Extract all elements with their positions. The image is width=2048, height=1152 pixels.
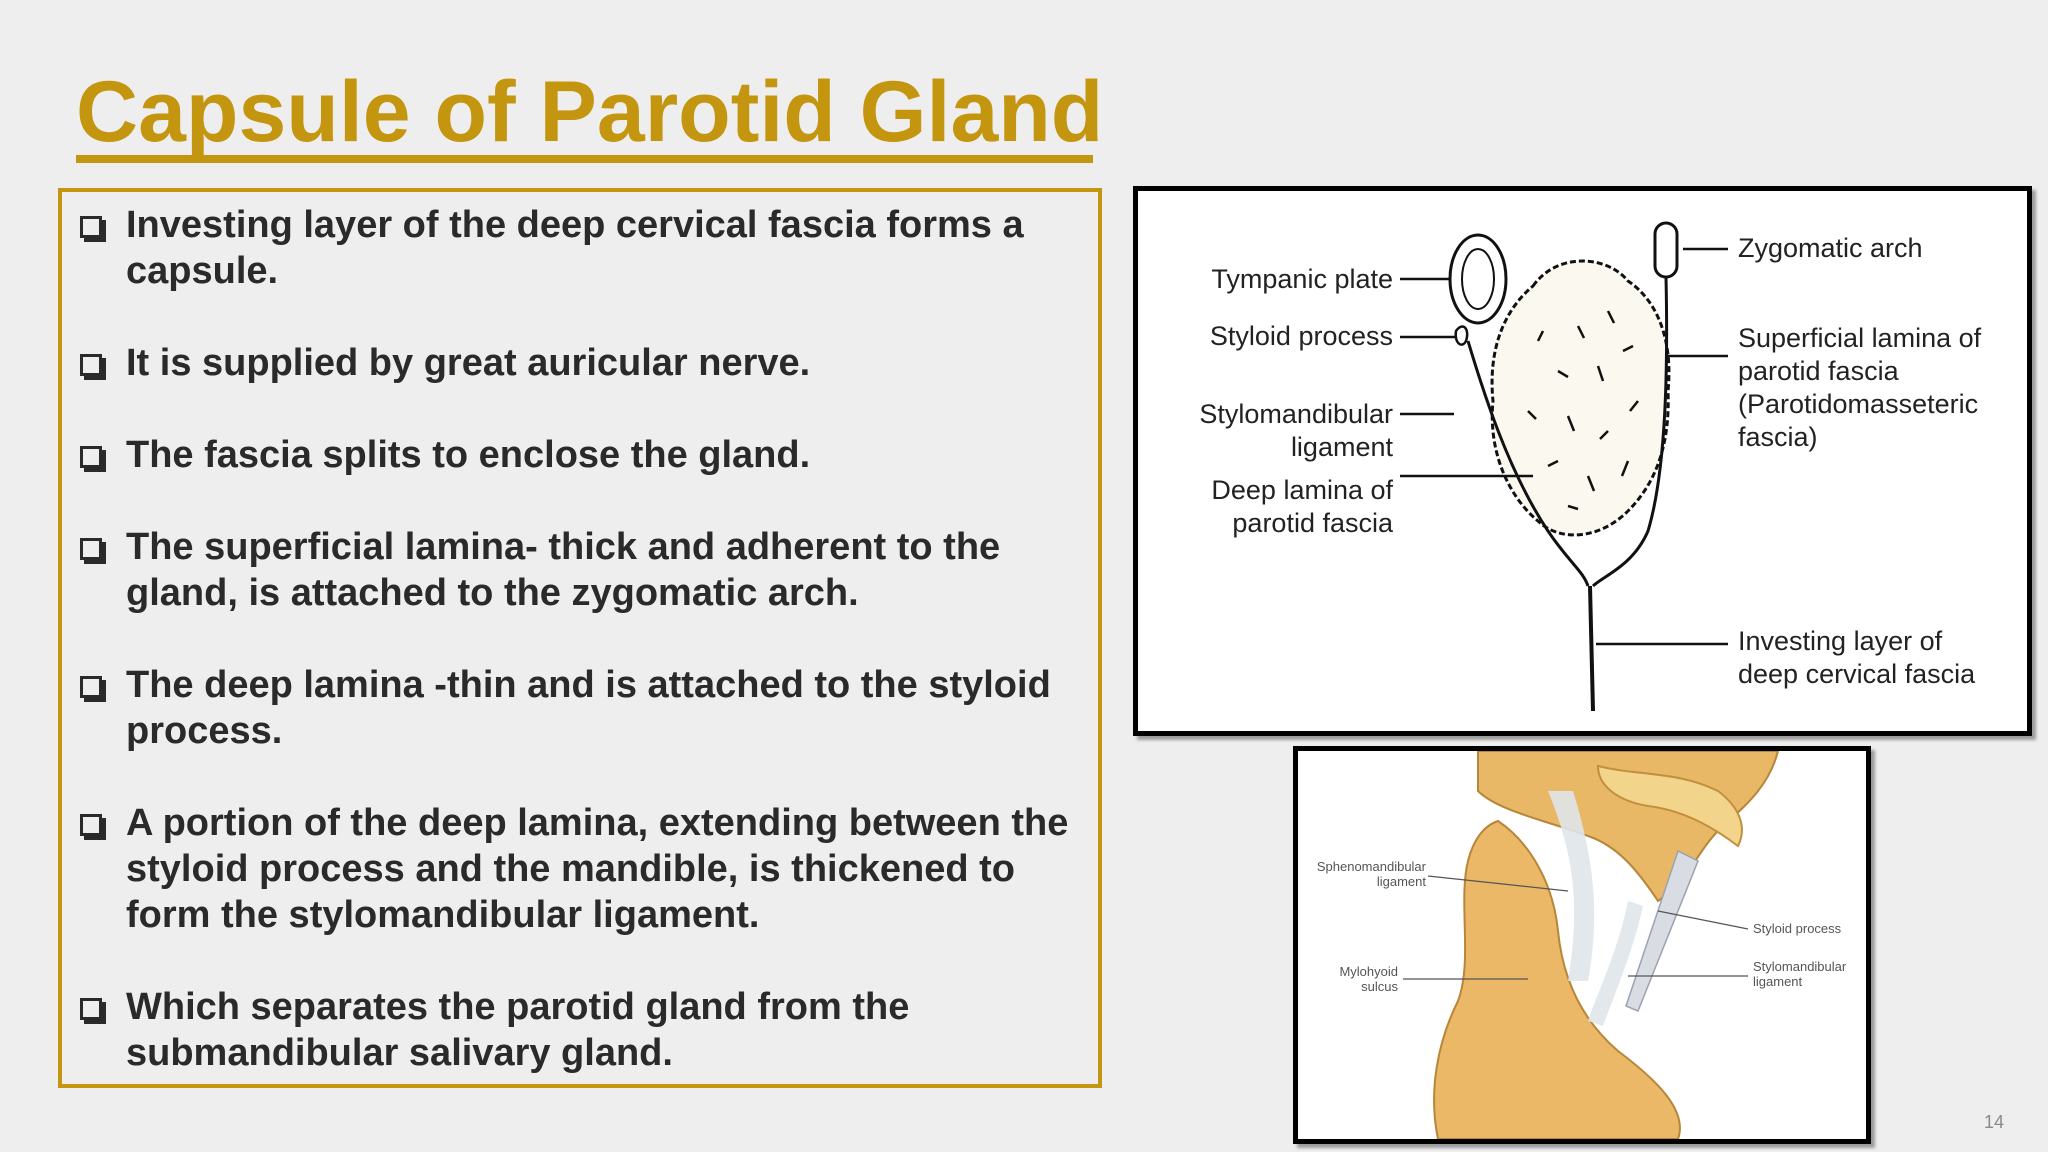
label-mylohyoid: Mylohyoid <box>1339 964 1398 979</box>
checkbox-bullet-icon <box>80 998 106 1024</box>
label-stylomandibular: Stylomandibular <box>1753 959 1847 974</box>
parotid-fascia-svg: Zygomatic arch Superficial lamina of par… <box>1199 221 1982 712</box>
label-investing-layer: Investing layer of <box>1738 626 1943 656</box>
bullet-item: Investing layer of the deep cervical fas… <box>80 202 1090 294</box>
label-zygomatic-arch: Zygomatic arch <box>1738 233 1923 263</box>
sphenomandibular-ligament-shape <box>1548 791 1595 981</box>
label-deep-lamina: Deep lamina of <box>1211 475 1393 505</box>
checkbox-bullet-icon <box>80 216 106 242</box>
bullet-item: It is supplied by great auricular nerve. <box>80 340 1090 386</box>
parotid-gland-shape <box>1490 259 1671 537</box>
bullet-text-line: process. <box>126 710 283 752</box>
label-investing-layer: deep cervical fascia <box>1738 659 1976 689</box>
checkbox-bullet-icon <box>80 676 106 702</box>
bullet-text-line: The deep lamina -thin and is attached to… <box>126 664 1051 706</box>
gland-texture <box>1527 310 1639 511</box>
bullet-text-line: The fascia splits to enclose the gland. <box>126 434 811 476</box>
bullet-text-line: It is supplied by great auricular nerve. <box>126 342 811 384</box>
bullet-item: The superficial lamina- thick and adhere… <box>80 524 1090 616</box>
bullet-text-line: form the stylomandibular ligament. <box>126 894 760 936</box>
stylomandibular-ligament-shape <box>1588 901 1643 1026</box>
deep-lamina-line <box>1466 340 1590 587</box>
bullet-item: The deep lamina -thin and is attached to… <box>80 662 1090 754</box>
checkbox-bullet-icon <box>80 538 106 564</box>
parotid-fascia-diagram: Zygomatic arch Superficial lamina of par… <box>1133 186 2032 736</box>
ligament-illustration-svg: Sphenomandibular ligament Mylohyoid sulc… <box>1317 751 1847 1139</box>
checkbox-bullet-icon <box>80 814 106 840</box>
label-mylohyoid: sulcus <box>1361 979 1398 994</box>
bullet-text-line: submandibular salivary gland. <box>126 1032 673 1074</box>
bullet-text-box: Investing layer of the deep cervical fas… <box>58 188 1102 1088</box>
label-sphenomandibular: ligament <box>1377 874 1427 889</box>
label-tympanic-plate: Tympanic plate <box>1211 264 1393 294</box>
bullet-text-line: A portion of the deep lamina, extending … <box>126 802 1069 844</box>
label-superficial-lamina: Superficial lamina of <box>1738 323 1982 353</box>
label-superficial-lamina: parotid fascia <box>1738 356 1900 386</box>
bullet-text-line: Investing layer of the deep cervical fas… <box>126 204 1024 246</box>
ligament-illustration: Sphenomandibular ligament Mylohyoid sulc… <box>1293 746 1871 1144</box>
bullet-text-line: capsule. <box>126 250 279 292</box>
styloid-process-shape <box>1454 325 1469 346</box>
bullet-item: Which separates the parotid gland from t… <box>80 984 1090 1076</box>
label-styloid: Styloid process <box>1753 921 1842 936</box>
investing-layer-line <box>1588 585 1595 712</box>
slide-title: Capsule of Parotid Gland <box>76 64 1104 160</box>
checkbox-bullet-icon <box>80 446 106 472</box>
bullet-text-line: gland, is attached to the zygomatic arch… <box>126 572 859 614</box>
label-styloid-process: Styloid process <box>1210 321 1393 351</box>
label-superficial-lamina: (Parotidomasseteric <box>1738 389 1978 419</box>
title-underline <box>76 155 1093 163</box>
styloid-process-shape <box>1625 849 1699 1012</box>
bullet-text-line: Which separates the parotid gland from t… <box>126 986 910 1028</box>
bullet-item: The fascia splits to enclose the gland. <box>80 432 1090 478</box>
page-number: 14 <box>1983 1112 2004 1132</box>
leader-lines <box>1403 875 1749 980</box>
label-stylomandibular: Stylomandibular <box>1199 399 1393 429</box>
bullet-text-line: styloid process and the mandible, is thi… <box>126 848 1015 890</box>
bullet-item: A portion of the deep lamina, extending … <box>80 800 1090 938</box>
superficial-lamina-line <box>1591 276 1669 588</box>
mandible-shape <box>1433 819 1681 1139</box>
label-superficial-lamina: fascia) <box>1738 422 1818 452</box>
zygomatic-arch-shape <box>1653 221 1679 279</box>
label-stylomandibular: ligament <box>1753 974 1803 989</box>
leader-lines <box>1400 247 1728 646</box>
label-deep-lamina: parotid fascia <box>1232 508 1394 538</box>
label-sphenomandibular: Sphenomandibular <box>1317 859 1427 874</box>
bullet-text-line: The superficial lamina- thick and adhere… <box>126 526 1001 568</box>
checkbox-bullet-icon <box>80 354 106 380</box>
label-stylomandibular: ligament <box>1291 432 1394 462</box>
